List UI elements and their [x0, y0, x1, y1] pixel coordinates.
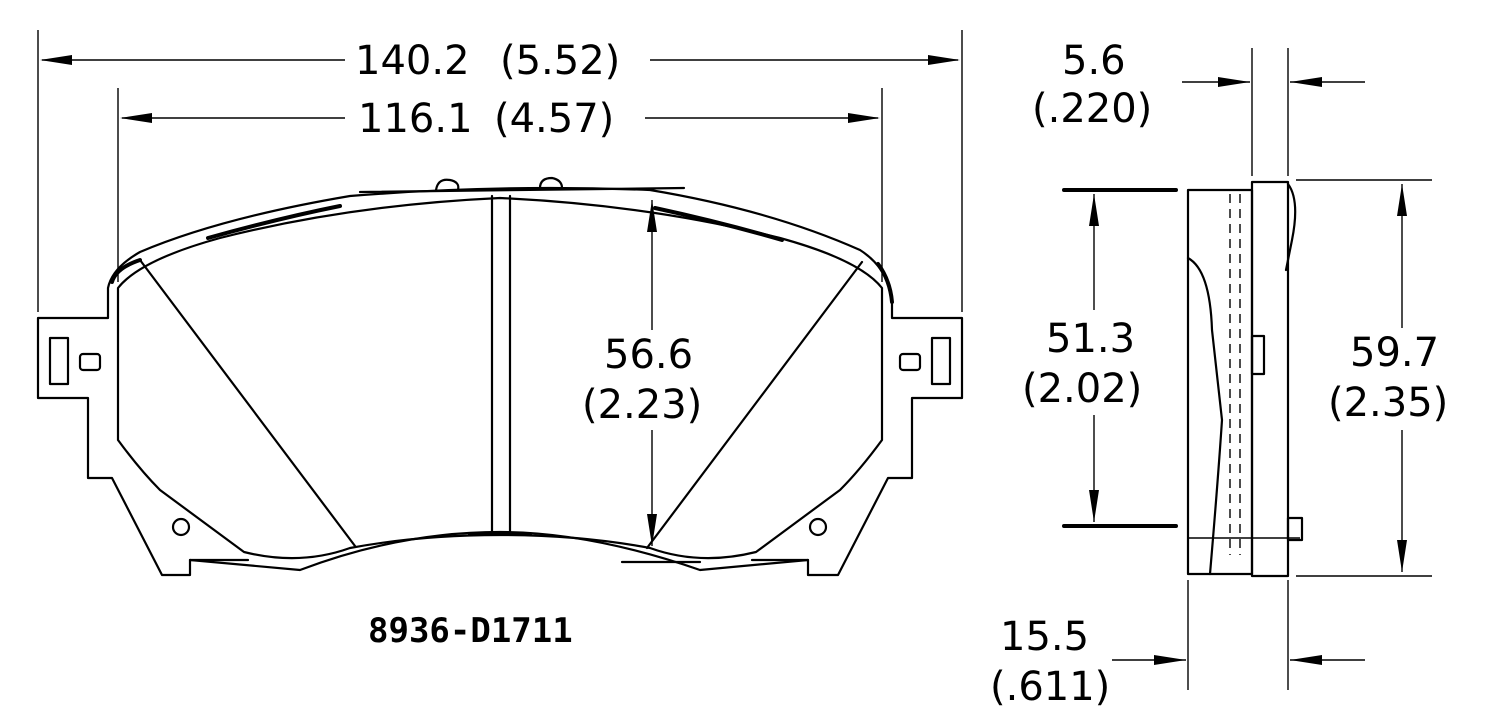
- shim-edge-right: [653, 206, 784, 242]
- pad-width-arrow-left: [120, 113, 152, 123]
- friction-height-arrow-bottom: [1089, 490, 1099, 522]
- side-friction-profile: [1186, 256, 1224, 576]
- overall-height-mm: 59.7: [1350, 330, 1439, 376]
- overall-width-mm: 140.2: [355, 38, 470, 84]
- left-corner-bevel: [110, 258, 142, 284]
- front-view: 140.2 (5.52) 116.1 (4.57) 56.6 (2.23) 89…: [36, 30, 964, 651]
- top-tab-right: [538, 176, 564, 190]
- pad-height-arrow-bottom: [647, 514, 657, 546]
- side-tab-mid: [1250, 334, 1266, 376]
- pad-width-in: (4.57): [494, 96, 614, 142]
- overall-thickness-in: (.611): [990, 664, 1110, 710]
- backing-thickness-in: (.220): [1032, 86, 1152, 132]
- right-lower-hole: [808, 517, 828, 537]
- overall-height-arrow-top: [1397, 184, 1407, 216]
- right-chamfer: [645, 260, 864, 550]
- pad-height-arrow-top: [647, 200, 657, 232]
- overall-width-arrow-left: [40, 55, 72, 65]
- pad-height-in: (2.23): [582, 382, 702, 428]
- overall-thickness-arrow-left: [1154, 655, 1186, 665]
- left-ear-slot: [48, 336, 70, 386]
- backing-plate-outline: [36, 186, 964, 577]
- friction-height-mm: 51.3: [1046, 316, 1135, 362]
- side-backing-plate: [1250, 180, 1290, 578]
- right-ear-hole: [898, 352, 922, 372]
- pad-height-mm: 56.6: [604, 332, 693, 378]
- part-number: 8936-D1711: [368, 611, 573, 651]
- overall-width-arrow-right: [928, 55, 960, 65]
- backing-thickness-mm: 5.6: [1062, 38, 1126, 84]
- top-flat: [358, 186, 686, 194]
- side-view: 5.6 (.220) 51.3 (2.02) 59.7 (2.35) 15.5 …: [990, 38, 1448, 710]
- friction-height-arrow-top: [1089, 194, 1099, 226]
- left-lower-hole: [171, 517, 191, 537]
- left-chamfer: [138, 258, 357, 548]
- right-corner-bevel: [876, 262, 894, 304]
- top-tab-left: [434, 178, 460, 192]
- side-friction-block: [1186, 188, 1254, 576]
- pad-width-arrow-right: [848, 113, 880, 123]
- left-ear-hole: [78, 352, 102, 372]
- friction-height-in: (2.02): [1022, 366, 1142, 412]
- right-ear-slot: [930, 336, 952, 386]
- backing-thickness-arrow-left: [1218, 77, 1250, 87]
- backing-thickness-arrow-right: [1290, 77, 1322, 87]
- overall-thickness-mm: 15.5: [1000, 614, 1089, 660]
- shim-edge-left: [206, 204, 342, 240]
- side-clip: [1284, 182, 1297, 272]
- overall-height-in: (2.35): [1328, 380, 1448, 426]
- pad-width-mm: 116.1: [358, 96, 473, 142]
- friction-pad-outline: [116, 196, 884, 560]
- overall-thickness-arrow-right: [1290, 655, 1322, 665]
- overall-width-in: (5.52): [500, 38, 620, 84]
- side-tab-low: [1286, 516, 1304, 542]
- overall-height-arrow-bottom: [1397, 540, 1407, 572]
